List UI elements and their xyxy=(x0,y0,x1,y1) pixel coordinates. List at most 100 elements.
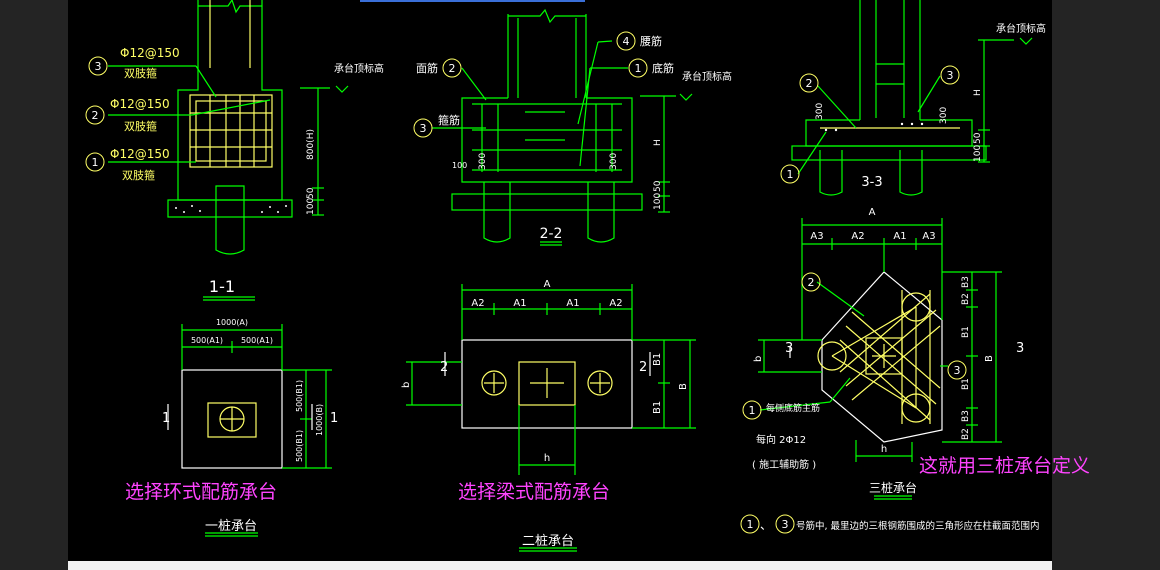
callout-circle xyxy=(780,164,800,184)
callout-number: 3 xyxy=(954,364,961,377)
callout-number: 4 xyxy=(623,35,630,48)
section-mark: 3 xyxy=(1016,341,1024,356)
rebar-note: 每侧底筋主筋 xyxy=(766,402,820,414)
footnote-text: 号筋中, 最里边的三根钢筋围成的三角形应在柱截面范围内 xyxy=(796,520,1040,532)
dim-text: b xyxy=(753,356,764,362)
dim-text: B3 xyxy=(961,410,971,422)
section-mark: 2 xyxy=(639,360,647,375)
dim-text: 100 xyxy=(306,198,316,215)
callout-circle xyxy=(88,56,108,76)
callout-circle xyxy=(799,73,819,93)
dim-text: 1000(A) xyxy=(216,318,248,327)
dim-height: H xyxy=(973,89,983,96)
rebar-spec: Φ12@150 xyxy=(110,97,170,111)
callout-circle xyxy=(801,272,821,292)
plan-three-pile xyxy=(758,218,1002,500)
dim-text: A1 xyxy=(893,231,906,242)
callout-circle xyxy=(940,65,960,85)
callout-number: 3 xyxy=(782,518,789,531)
annotation-beam-reinforcement: 选择梁式配筋承台 xyxy=(458,481,610,503)
callout-number: 1 xyxy=(749,404,756,417)
cap-top-label: 承台顶标高 xyxy=(334,62,384,75)
dim-text: h xyxy=(544,453,550,464)
dim-text: 500(A1) xyxy=(241,336,273,345)
dim-text: B xyxy=(984,355,995,362)
callout-number: 1 xyxy=(787,168,794,181)
dim-text: B1 xyxy=(652,401,663,414)
dim-text: 500(B1) xyxy=(295,380,304,412)
dim-text: 500(B1) xyxy=(295,430,304,462)
dim-text: B xyxy=(678,383,689,390)
plan-one-pile xyxy=(167,324,332,537)
detail-3-3 xyxy=(791,0,1033,196)
dim-text: A3 xyxy=(810,231,823,242)
dim-text: 300 xyxy=(609,153,619,170)
dim-height: 800(H) xyxy=(306,129,316,160)
section-mark: 2 xyxy=(440,360,448,375)
dim-text: 100 xyxy=(973,145,983,162)
callout-number: 2 xyxy=(806,77,813,90)
dim-text: B3 xyxy=(961,276,971,288)
section-title: 3-3 xyxy=(861,175,882,190)
rebar-name: 双肢箍 xyxy=(122,168,155,182)
callout-number: 3 xyxy=(95,60,102,73)
dim-text: B1 xyxy=(652,353,663,366)
rebar-note: ( 施工辅助筋 ) xyxy=(752,458,816,471)
section-mark: 1 xyxy=(330,411,338,426)
cap-top-label: 承台顶标高 xyxy=(682,70,732,83)
rebar-name: 双肢箍 xyxy=(124,66,157,80)
callout-circle xyxy=(442,58,462,78)
callout-circle xyxy=(742,400,762,420)
callout-number: 1 xyxy=(92,156,99,169)
dim-text: 500(A1) xyxy=(191,336,223,345)
dim-text: A2 xyxy=(471,298,484,309)
section-mark: 3 xyxy=(785,341,793,356)
dim-text: 300 xyxy=(815,103,825,120)
callout-number: 2 xyxy=(449,62,456,75)
detail-2-2 xyxy=(432,8,693,246)
dim-text: A3 xyxy=(922,231,935,242)
footnote-separator: 、 xyxy=(760,518,772,532)
callout-number: 2 xyxy=(808,276,815,289)
rebar-name: 双肢箍 xyxy=(124,119,157,133)
dim-text: 50 xyxy=(306,187,316,199)
plan-title: 一桩承台 xyxy=(205,519,257,534)
plan-title: 二桩承台 xyxy=(522,534,574,549)
annotation-three-pile: 这就用三桩承台定义 xyxy=(919,455,1090,477)
dim-text: B2 xyxy=(961,428,971,440)
dim-text: h xyxy=(881,444,887,455)
dim-text: 100 xyxy=(452,161,467,170)
rebar-name: 箍筋 xyxy=(438,113,460,127)
dim-text: B2 xyxy=(961,293,971,305)
callout-number: 1 xyxy=(635,62,642,75)
callout-number: 2 xyxy=(92,109,99,122)
callout-circle xyxy=(628,58,648,78)
callout-circle xyxy=(413,118,433,138)
left-gutter xyxy=(0,0,68,570)
dim-text: 100 xyxy=(653,193,663,210)
callout-number: 3 xyxy=(420,122,427,135)
rebar-name: 腰筋 xyxy=(640,34,662,48)
dim-text: 300 xyxy=(939,107,949,124)
plan-two-pile xyxy=(406,284,696,552)
callout-circle xyxy=(85,105,105,125)
section-mark: 1 xyxy=(162,411,170,426)
rebar-note: 每向 2Φ12 xyxy=(756,433,806,446)
detail-1-1-hatch xyxy=(175,205,287,213)
callout-circle xyxy=(947,360,967,380)
dim-height: H xyxy=(653,139,663,146)
section-title: 2-2 xyxy=(540,226,563,242)
rebar-spec: Φ12@150 xyxy=(120,46,180,60)
detail-1-1 xyxy=(108,0,349,301)
bottom-strip xyxy=(68,561,1052,570)
cap-top-label: 承台顶标高 xyxy=(996,22,1046,35)
rebar-name: 面筋 xyxy=(416,61,438,75)
dim-text: 50 xyxy=(653,180,663,192)
dim-text: A2 xyxy=(609,298,622,309)
callout-number: 3 xyxy=(947,69,954,82)
section-title: 1-1 xyxy=(209,277,235,296)
dim-text: A1 xyxy=(566,298,579,309)
dim-text: B1 xyxy=(961,326,971,338)
callout-number: 1 xyxy=(747,518,754,531)
